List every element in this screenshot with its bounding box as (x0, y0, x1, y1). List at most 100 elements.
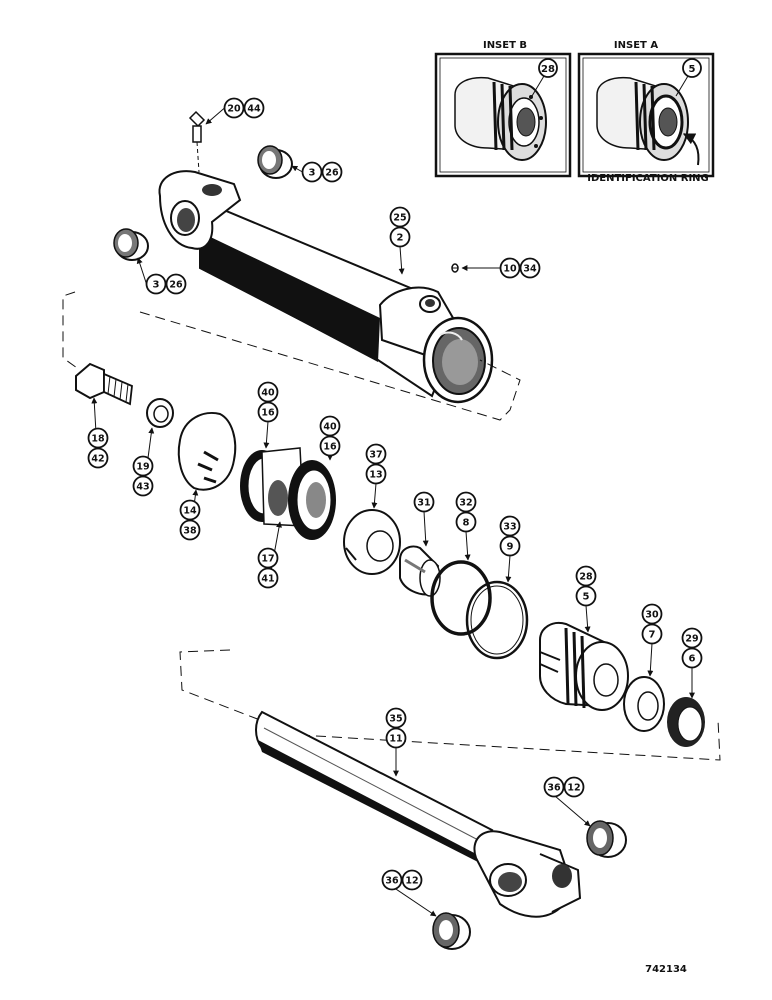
pipe-plug (451, 263, 459, 273)
callout-bubble: 3 (301, 161, 323, 183)
leader-arrow (647, 643, 654, 677)
grease-fitting (188, 110, 206, 173)
svg-text:7: 7 (649, 630, 656, 641)
svg-text:5: 5 (583, 592, 590, 603)
dashed-bracket-upper (62, 291, 521, 421)
callout-bubble: 37 (365, 443, 387, 465)
svg-text:38: 38 (183, 526, 197, 537)
leader-arrow (205, 107, 225, 125)
leader-arrow (136, 257, 147, 285)
svg-text:8: 8 (463, 518, 470, 529)
piston-cap (177, 412, 237, 491)
callout-bubble: 12 (563, 776, 585, 798)
inset-a-gland-drawing (596, 76, 700, 166)
callout-bubble: 43 (132, 475, 154, 497)
callout-bubble: 26 (165, 273, 187, 295)
callout-bubble: 31 (413, 491, 435, 513)
svg-text:25: 25 (393, 213, 406, 224)
callout-bubble: 7 (641, 623, 663, 645)
leader-arrow (398, 246, 405, 275)
callout-bubble: 36 (543, 776, 565, 798)
callout-wiper: 29 6 (681, 627, 703, 699)
svg-text:28: 28 (541, 64, 555, 75)
callout-rod-seal: 30 7 (641, 603, 663, 677)
callout-bubble: 16 (257, 401, 279, 423)
svg-text:9: 9 (507, 542, 514, 553)
svg-text:6: 6 (689, 654, 696, 665)
svg-text:5: 5 (689, 64, 696, 75)
leader-arrow (464, 531, 471, 561)
callout-bubble: 8 (455, 511, 477, 533)
svg-text:3: 3 (153, 280, 160, 291)
svg-text:36: 36 (547, 783, 561, 794)
bushing-top (257, 145, 293, 179)
svg-text:29: 29 (685, 634, 698, 645)
svg-text:43: 43 (136, 482, 149, 493)
callout-bubble: 40 (257, 381, 279, 403)
figure-number: 742134 (645, 964, 687, 975)
callout-bubble: 9 (499, 535, 521, 557)
rod-seal (623, 676, 665, 732)
callout-bubble: 35 (385, 707, 407, 729)
leader-arrow (263, 421, 270, 449)
svg-text:19: 19 (136, 462, 149, 473)
svg-text:40: 40 (323, 422, 337, 433)
washer (146, 398, 174, 428)
callout-bubble: 36 (381, 869, 403, 891)
svg-text:36: 36 (385, 876, 399, 887)
bushing-rod-left (432, 912, 471, 950)
callout-plug: 10 34 (461, 257, 541, 279)
svg-text:33: 33 (503, 522, 516, 533)
callout-backup-ring: 33 9 (499, 515, 521, 583)
callout-bubble: 5 (575, 585, 597, 607)
svg-text:20: 20 (227, 104, 241, 115)
identification-ring-label: IDENTIFICATION RING (587, 173, 709, 184)
callout-bubble: 11 (385, 727, 407, 749)
piston-assembly (240, 447, 336, 540)
callout-bubble: 3 (145, 273, 167, 295)
backup-ring (465, 580, 529, 660)
callout-bubble: 20 (223, 97, 245, 119)
leader-arrow (291, 165, 303, 173)
piston-rod (255, 710, 582, 918)
callout-bubble: 40 (319, 415, 341, 437)
svg-text:18: 18 (91, 434, 105, 445)
callout-bubble: 28 (575, 565, 597, 587)
spacer (343, 509, 401, 575)
o-ring (430, 560, 492, 636)
gland (539, 622, 629, 711)
cylinder-barrel (158, 170, 494, 404)
callout-bubble: 41 (257, 567, 279, 589)
svg-text:26: 26 (325, 168, 339, 179)
dashed-bracket-lower (179, 649, 721, 761)
callout-gland: 28 5 (575, 565, 597, 633)
callout-sleeve: 31 (413, 491, 435, 547)
callout-bubble: 44 (243, 97, 265, 119)
inset-a-callout: 5 (675, 58, 702, 97)
callout-bubble: 19 (132, 455, 154, 477)
svg-text:26: 26 (169, 280, 183, 291)
callout-bubble: 18 (87, 427, 109, 449)
svg-text:30: 30 (645, 610, 659, 621)
callout-bubble: 26 (321, 161, 343, 183)
callout-bubble: 32 (455, 491, 477, 513)
wiper (667, 697, 705, 747)
inset-a: INSET A 5 IDENTIFICATION RING (577, 40, 715, 184)
callout-bubble: 13 (365, 463, 387, 485)
bushing-left (113, 228, 149, 261)
svg-text:16: 16 (261, 408, 275, 419)
svg-text:34: 34 (523, 264, 537, 275)
svg-text:10: 10 (503, 264, 517, 275)
inset-b: INSET B 28 (434, 40, 572, 178)
svg-text:28: 28 (579, 572, 593, 583)
callout-bubble: 42 (87, 447, 109, 469)
svg-text:12: 12 (567, 783, 580, 794)
